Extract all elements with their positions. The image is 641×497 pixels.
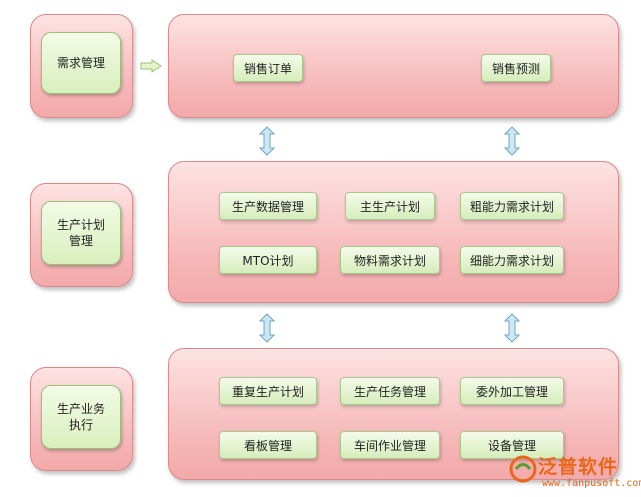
rough-capacity-plan-chip: 粗能力需求计划 bbox=[460, 192, 564, 220]
production-planning-label: 生产计划 管理 bbox=[56, 218, 105, 248]
execution-panel: 生产业务 执行 bbox=[30, 367, 133, 471]
execution-container: 重复生产计划 生产任务管理 委外加工管理 看板管理 车间作业管理 设备管理 bbox=[168, 348, 619, 480]
sales-container: 销售订单 销售预测 bbox=[168, 14, 619, 118]
planning-container: 生产数据管理 主生产计划 粗能力需求计划 MTO计划 物料需求计划 细能力需求计… bbox=[168, 161, 619, 303]
fine-capacity-plan-label: 细能力需求计划 bbox=[469, 253, 554, 268]
up-down-arrow-icon bbox=[259, 313, 275, 343]
planning-panel: 生产计划 管理 bbox=[30, 183, 133, 287]
brand-name: 泛普软件 bbox=[538, 456, 619, 478]
up-down-arrow-icon bbox=[259, 126, 275, 156]
brand-swirl-icon bbox=[509, 455, 537, 483]
sales-order-chip: 销售订单 bbox=[233, 54, 303, 82]
kanban-chip: 看板管理 bbox=[219, 431, 317, 459]
material-requirement-plan-chip: 物料需求计划 bbox=[340, 246, 440, 274]
workshop-operation-chip: 车间作业管理 bbox=[340, 431, 440, 459]
demand-panel: 需求管理 bbox=[30, 14, 133, 118]
production-planning-box: 生产计划 管理 bbox=[41, 201, 121, 265]
up-down-arrow-icon bbox=[504, 313, 520, 343]
brand-logo: 泛普软件 www.fanpusoft.com bbox=[508, 452, 641, 494]
equipment-chip: 设备管理 bbox=[460, 431, 564, 459]
up-down-arrow-icon bbox=[504, 126, 520, 156]
right-arrow-icon bbox=[140, 59, 162, 73]
equipment-label: 设备管理 bbox=[487, 438, 536, 453]
fine-capacity-plan-chip: 细能力需求计划 bbox=[460, 246, 564, 274]
demand-management-box: 需求管理 bbox=[41, 32, 121, 94]
outsourcing-label: 委外加工管理 bbox=[475, 384, 548, 399]
sales-forecast-chip: 销售预测 bbox=[481, 54, 551, 82]
production-data-label: 生产数据管理 bbox=[231, 199, 304, 214]
production-task-chip: 生产任务管理 bbox=[340, 377, 440, 405]
rough-capacity-plan-label: 粗能力需求计划 bbox=[469, 199, 554, 214]
sales-order-label: 销售订单 bbox=[243, 61, 292, 76]
sales-forecast-label: 销售预测 bbox=[491, 61, 540, 76]
material-requirement-plan-label: 物料需求计划 bbox=[353, 253, 426, 268]
production-data-chip: 生产数据管理 bbox=[219, 192, 317, 220]
master-production-plan-label: 主生产计划 bbox=[359, 199, 420, 214]
mto-plan-chip: MTO计划 bbox=[219, 246, 317, 274]
master-production-plan-chip: 主生产计划 bbox=[345, 192, 435, 220]
production-execution-box: 生产业务 执行 bbox=[41, 385, 121, 449]
mto-plan-label: MTO计划 bbox=[242, 253, 294, 268]
brand-url: www.fanpusoft.com bbox=[542, 478, 641, 489]
production-execution-label: 生产业务 执行 bbox=[56, 402, 105, 432]
kanban-label: 看板管理 bbox=[243, 438, 292, 453]
repetitive-production-chip: 重复生产计划 bbox=[219, 377, 317, 405]
outsourcing-chip: 委外加工管理 bbox=[460, 377, 564, 405]
demand-management-label: 需求管理 bbox=[56, 56, 105, 70]
workshop-operation-label: 车间作业管理 bbox=[353, 438, 426, 453]
repetitive-production-label: 重复生产计划 bbox=[231, 384, 304, 399]
production-task-label: 生产任务管理 bbox=[353, 384, 426, 399]
